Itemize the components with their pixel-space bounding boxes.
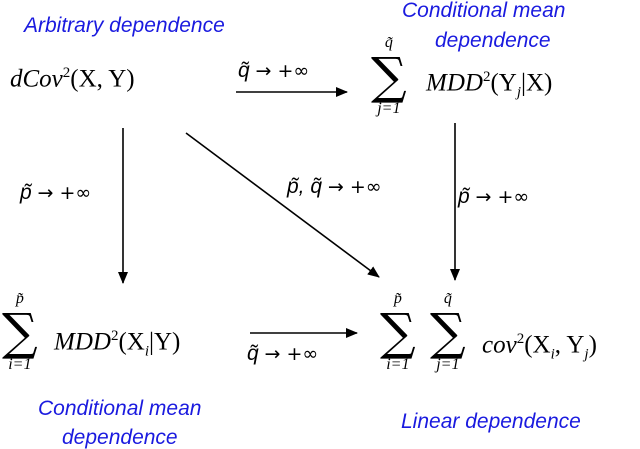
cov-sigma-1: ∑ — [380, 303, 416, 361]
cov-sub-2: j — [584, 346, 589, 363]
node-cov: cov2(Xi, Yj) — [482, 332, 597, 362]
mdd-xy-sigma: ∑ — [2, 303, 38, 361]
arrow-right-var: p̃ — [458, 185, 470, 208]
arrow-left-label: p̃ → +∞ — [20, 182, 91, 203]
node-mdd-yx: MDD2(Yj|X) — [426, 70, 552, 100]
arrow-diagonal — [185, 132, 380, 278]
arrow-left-rel: → +∞ — [37, 182, 92, 204]
arrow-diagonal-rel: → +∞ — [327, 176, 382, 198]
cov-sigma-2: ∑ — [430, 303, 466, 361]
arrow-left-var: p̃ — [20, 181, 32, 204]
label-linear-dependence: Linear dependence — [401, 410, 581, 433]
node-mdd-yx-sum: q̃ ∑ j=1 — [371, 35, 407, 117]
dcov-args: (X, Y) — [70, 65, 135, 93]
label-conditional-mean-bottom-line1: Conditional mean — [38, 397, 202, 420]
arrow-right-label: p̃ → +∞ — [458, 186, 529, 207]
mdd-yx-args-close: |X) — [521, 69, 553, 97]
node-mdd-xy: MDD2(Xi|Y) — [54, 329, 180, 359]
arrow-right-rel: → +∞ — [475, 186, 530, 208]
mdd-yx-args-open: (Y — [490, 69, 517, 97]
mdd-xy-sub: i — [144, 343, 149, 360]
arrow-bottom-label: q̃ → +∞ — [247, 343, 318, 364]
mdd-yx-sigma: ∑ — [371, 47, 407, 105]
arrow-top-rel: → +∞ — [255, 60, 310, 82]
arrow-bottom-var: q̃ — [247, 342, 259, 365]
arrow-diagonal-label: p̃, q̃ → +∞ — [287, 176, 382, 197]
mdd-yx-sub: j — [516, 84, 521, 101]
arrow-diagonal-var: p̃, q̃ — [287, 175, 323, 198]
node-mdd-xy-sum: p̃ ∑ i=1 — [2, 291, 38, 373]
label-conditional-mean-top-line2: dependence — [435, 29, 551, 52]
mdd-xy-args-close: |Y) — [149, 328, 181, 356]
dcov-prefix: dCov — [10, 65, 63, 93]
arrow-top-var: q̃ — [238, 59, 250, 82]
label-conditional-mean-top-line1: Conditional mean — [402, 0, 566, 22]
dcov-sup: 2 — [62, 65, 71, 81]
mdd-xy-args-open: (X — [118, 328, 145, 356]
node-cov-sum-outer: p̃ ∑ i=1 — [380, 291, 416, 373]
mdd-yx-body: MDD — [426, 69, 483, 97]
cov-sup: 2 — [516, 331, 525, 347]
mdd-yx-sum-upper: q̃ — [384, 34, 393, 51]
mdd-xy-sum-lower: i=1 — [8, 356, 32, 373]
cov-sum1-upper: p̃ — [393, 290, 402, 307]
arrow-bottom-rel: → +∞ — [264, 343, 319, 365]
arrow-top-label: q̃ → +∞ — [238, 60, 309, 81]
cov-sub-1: i — [550, 346, 555, 363]
label-conditional-mean-bottom-line2: dependence — [62, 426, 178, 449]
mdd-yx-sum-lower: j=1 — [377, 100, 401, 117]
cov-mid: , Y — [554, 331, 585, 359]
node-dcov: dCov2(X, Y) — [10, 65, 135, 93]
cov-sum2-lower: j=1 — [436, 356, 460, 373]
label-arbitrary-dependence: Arbitrary dependence — [24, 14, 225, 37]
cov-sum2-upper: q̃ — [443, 290, 452, 307]
mdd-xy-sum-upper: p̃ — [15, 290, 24, 307]
cov-args-close: ) — [588, 331, 597, 359]
mdd-xy-body: MDD — [54, 328, 111, 356]
cov-body: cov — [482, 331, 517, 359]
mdd-xy-sup: 2 — [110, 328, 119, 344]
cov-sum1-lower: i=1 — [386, 356, 410, 373]
cov-args-open: (X — [524, 331, 551, 359]
node-cov-sum-inner: q̃ ∑ j=1 — [430, 291, 466, 373]
mdd-yx-sup: 2 — [482, 69, 491, 85]
